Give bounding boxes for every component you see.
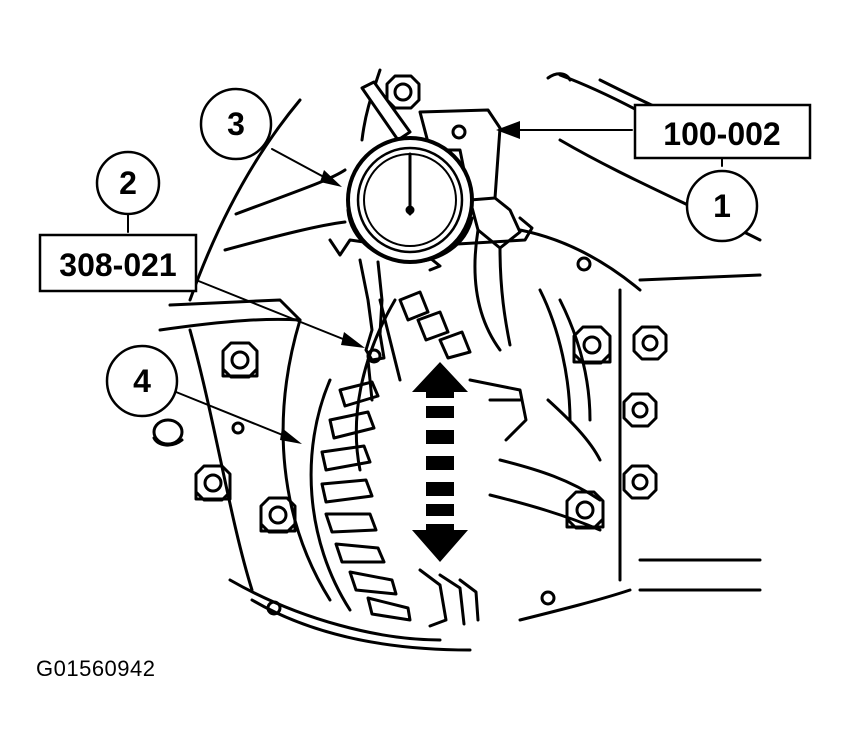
measurement-arrow — [412, 362, 468, 562]
bolt — [572, 325, 612, 365]
bolt — [632, 325, 668, 361]
ring-gear — [309, 290, 528, 628]
figure-code: G01560942 — [36, 656, 156, 681]
callout-3-label: 3 — [227, 106, 245, 142]
tool-label-308-021: 308-021 — [38, 233, 198, 293]
bolt — [221, 341, 259, 379]
callout-2: 2 — [95, 150, 161, 216]
bolt — [622, 464, 658, 500]
bolt — [565, 490, 605, 530]
callout-1-label: 1 — [713, 188, 731, 224]
bolt — [194, 464, 232, 502]
bolt — [385, 74, 421, 110]
callout-4: 4 — [105, 344, 179, 418]
callout-2-label: 2 — [119, 165, 137, 201]
bolt — [622, 392, 658, 428]
dial-indicator — [328, 80, 534, 402]
callout-1: 1 — [685, 169, 759, 243]
tool-label-100-002: 100-002 — [633, 103, 812, 160]
tool-label-100-002-text: 100-002 — [663, 116, 780, 152]
callout-4-label: 4 — [133, 363, 151, 399]
callout-3: 3 — [199, 87, 273, 161]
housing-outline — [152, 68, 762, 652]
tool-label-308-021-text: 308-021 — [59, 247, 176, 283]
leader-arrowheads — [280, 121, 520, 444]
bolt — [259, 496, 297, 534]
